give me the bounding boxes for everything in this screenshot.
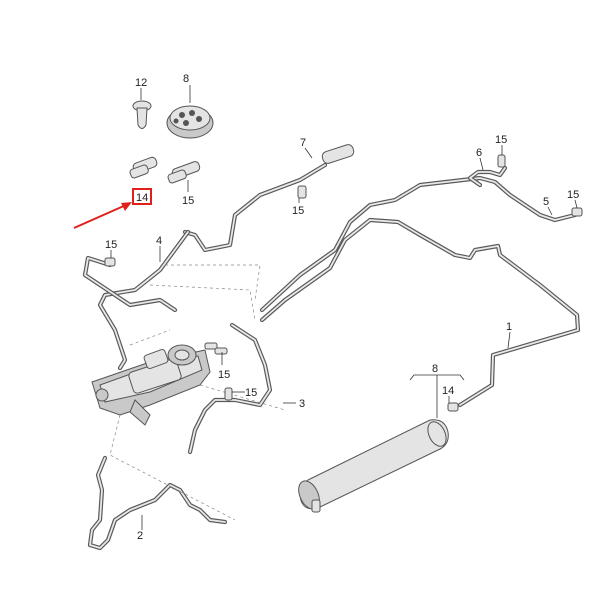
guide-lines (109, 264, 286, 521)
callout-15-c: 15 (495, 134, 507, 146)
grommet-part (166, 105, 214, 139)
highlight-box (132, 188, 152, 205)
pressure-reservoir (298, 419, 449, 513)
connector-15-e (224, 387, 233, 401)
callout-7: 7 (300, 137, 306, 149)
callout-15-a: 15 (182, 195, 194, 207)
callout-15-d: 15 (567, 189, 579, 201)
callout-1: 1 (506, 321, 512, 333)
callout-13: 12 (135, 77, 147, 89)
callout-12: 8 (183, 73, 189, 85)
highlight-arrow (73, 204, 127, 229)
pipe-network (82, 162, 581, 551)
callout-15-g: 15 (245, 387, 257, 399)
small-connectors (104, 154, 583, 412)
callout-4: 4 (156, 235, 162, 247)
callout-15-f: 15 (218, 369, 230, 381)
callout-labels: 12 8 15 7 15 15 6 5 15 1 15 4 15 15 3 8 … (105, 73, 579, 542)
compressor-assembly (91, 342, 228, 426)
callout-14-b: 14 (442, 385, 454, 397)
callout-15-b: 15 (292, 205, 304, 217)
callout-15-e: 15 (105, 239, 117, 251)
line-7-fitting (321, 144, 355, 164)
plug-part (132, 100, 152, 129)
callout-2: 2 (137, 530, 143, 542)
connector-part-15-top (167, 161, 201, 184)
leader-lines (110, 85, 578, 530)
highlight-marker: 14 (73, 188, 152, 229)
connector-part-14 (129, 156, 158, 179)
callout-3: 3 (299, 398, 305, 410)
connector-15-a (297, 185, 307, 199)
connector-15-b (104, 257, 116, 267)
callout-8: 8 (432, 363, 438, 375)
connector-15-c (497, 154, 506, 168)
highlight-callout-14: 14 (136, 192, 148, 204)
callout-6: 6 (476, 147, 482, 159)
arrow-head (121, 202, 132, 211)
callout-5: 5 (543, 196, 549, 208)
connector-15-d (571, 207, 583, 217)
connector-15-f (447, 402, 459, 412)
